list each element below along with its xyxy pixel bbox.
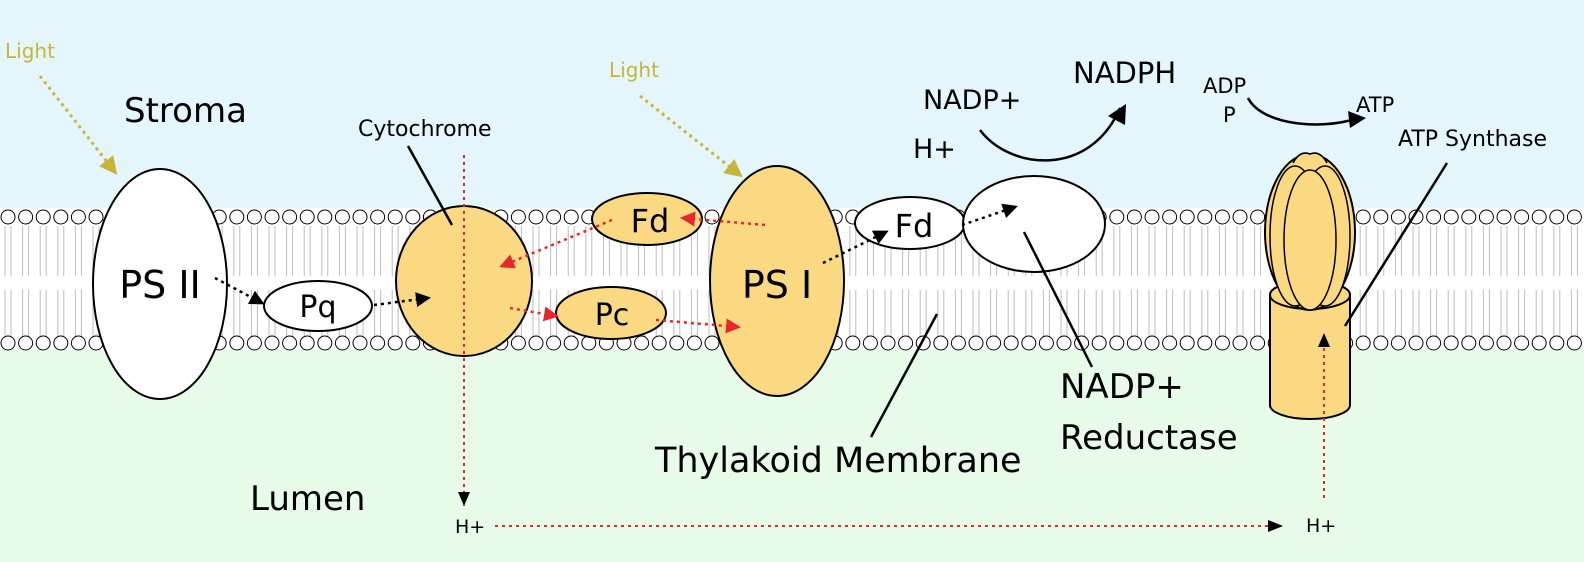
light-arrow-right — [639, 94, 743, 178]
h-plus-lumen-right-label: H+ — [1306, 515, 1336, 537]
fd-top-label: Fd — [631, 202, 670, 240]
nadph-arrowhead — [1108, 104, 1126, 125]
atp-arrowhead — [1348, 111, 1366, 128]
red-arrow-fd-cytochrome — [499, 218, 613, 269]
nadph-reaction-arrow — [979, 107, 1122, 162]
ps2-label: PS II — [119, 263, 201, 307]
atp-synthase-label: ATP Synthase — [1398, 127, 1547, 152]
proton-arrowhead-down — [458, 492, 470, 506]
electron-arrow-fd-reductase — [961, 203, 1018, 227]
proton-arrowhead-right — [1268, 520, 1283, 532]
nadp-reductase-complex — [962, 175, 1106, 273]
nadph-label: NADPH — [1073, 56, 1176, 90]
atp-reaction-arrow — [1246, 97, 1356, 126]
proton-arrowhead-up — [1318, 333, 1330, 347]
reductase-leader-line — [1022, 231, 1094, 368]
adp-label: ADP — [1203, 74, 1246, 98]
red-arrow-cytochrome-pc — [509, 306, 559, 322]
pq-label: Pq — [299, 290, 336, 325]
nadp-plus-label: NADP+ — [923, 85, 1021, 116]
atp-label: ATP — [1356, 93, 1394, 117]
atp-synthase — [1264, 152, 1356, 420]
stroma-label: Stroma — [124, 91, 247, 131]
ps1-label: PS I — [742, 263, 812, 307]
electron-arrow-pq-cytochrome — [373, 292, 431, 307]
plastoquinone — [263, 280, 373, 332]
thylakoid-leader-line — [869, 313, 939, 438]
electron-arrow-ps1-fd — [822, 230, 889, 265]
h-plus-stroma-label: H+ — [913, 134, 956, 165]
photosystem-ii — [92, 168, 228, 400]
atp-synthase-leader-line — [1343, 162, 1449, 327]
nadp-reductase-label-line1: NADP+ — [1060, 367, 1184, 407]
cytochrome-label: Cytochrome — [358, 117, 492, 142]
light-label-left: Light — [5, 39, 55, 63]
thylakoid-membrane-label: Thylakoid Membrane — [654, 441, 1022, 481]
electron-arrow-ps2-pq — [214, 276, 265, 305]
pc-label: Pc — [595, 298, 630, 333]
cytochrome-leader-line — [406, 145, 454, 226]
h-plus-lumen-left-label: H+ — [455, 516, 485, 538]
fd-right-label: Fd — [895, 207, 934, 245]
p-label: P — [1223, 103, 1236, 127]
light-label-right: Light — [609, 58, 659, 82]
lumen-label: Lumen — [250, 479, 365, 519]
nadp-reductase-label-line2: Reductase — [1060, 418, 1238, 458]
